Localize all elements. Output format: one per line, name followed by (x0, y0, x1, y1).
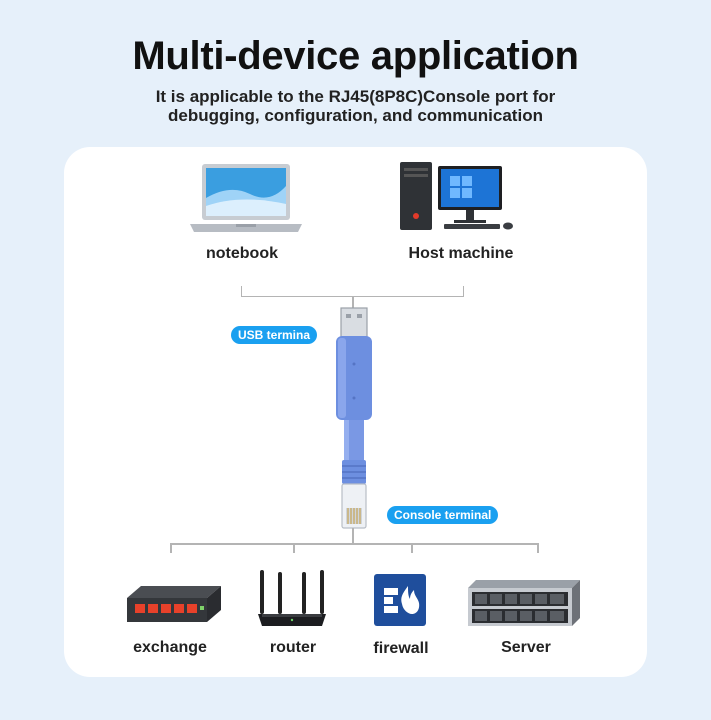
page-title: Multi-device application (132, 34, 579, 78)
bottom-tick-router (293, 543, 295, 553)
device-label-router: router (269, 639, 317, 656)
bottom-tick-firewall (411, 543, 413, 553)
device-label-host-machine: Host machine (408, 245, 514, 262)
page-subtitle: It is applicable to the RJ45(8P8C)Consol… (0, 87, 711, 125)
desktop-pc-icon (400, 162, 513, 230)
switch-icon (127, 586, 221, 622)
usb-terminal-badge: USB termina (231, 326, 318, 344)
server-icon (468, 580, 580, 626)
device-label-exchange: exchange (133, 639, 207, 656)
laptop-icon (190, 164, 302, 232)
device-label-notebook: notebook (206, 245, 278, 262)
bottom-connector-stem (352, 528, 354, 544)
subtitle-line-2: debugging, configuration, and communicat… (168, 106, 543, 125)
device-label-firewall: firewall (373, 640, 429, 657)
bottom-connector-bar (170, 543, 538, 545)
subtitle-line-1: It is applicable to the RJ45(8P8C)Consol… (155, 87, 556, 106)
bottom-tick-server (537, 543, 539, 553)
device-label-server: Server (501, 639, 551, 656)
console-terminal-badge: Console terminal (387, 506, 499, 524)
top-connector-stem (352, 296, 354, 308)
firewall-icon (374, 574, 426, 626)
router-icon (258, 570, 326, 626)
usb-console-cable (336, 307, 372, 529)
bottom-tick-exchange (170, 543, 172, 553)
